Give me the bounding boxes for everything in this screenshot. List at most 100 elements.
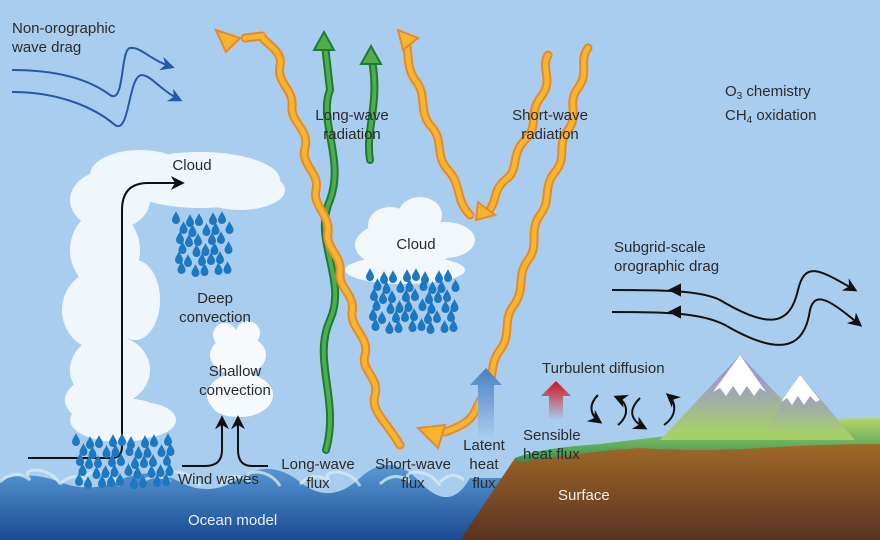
ocean-model-label: Ocean model bbox=[188, 512, 278, 529]
raindrop-icon bbox=[223, 261, 232, 274]
raindrop-icon bbox=[194, 233, 202, 246]
raindrop-icon bbox=[217, 231, 225, 244]
raindrop-icon bbox=[426, 321, 435, 334]
longwave-radiation-label: Long-wave radiation bbox=[315, 106, 388, 144]
raindrop-icon bbox=[202, 223, 211, 236]
raindrop-icon bbox=[107, 474, 115, 487]
label-line: heat bbox=[469, 456, 499, 473]
raindrop-icon bbox=[208, 232, 216, 245]
sensible-heat-arrow bbox=[541, 381, 571, 420]
raindrop-icon bbox=[149, 454, 157, 467]
raindrop-icon bbox=[366, 268, 374, 281]
raindrop-icon bbox=[394, 320, 403, 333]
wind-wave-arrows bbox=[182, 415, 268, 467]
raindrop-icon bbox=[395, 300, 404, 313]
label-line: orographic drag bbox=[614, 258, 720, 275]
raindrop-icon bbox=[211, 222, 220, 235]
raindrop-icon bbox=[382, 281, 391, 294]
raindrop-icon bbox=[424, 311, 432, 324]
raindrop-icon bbox=[109, 434, 117, 447]
raindrop-icon bbox=[418, 298, 427, 311]
surface-label: Surface bbox=[558, 487, 610, 504]
deep-convection-arrow bbox=[28, 176, 185, 459]
raindrop-icon bbox=[85, 456, 93, 469]
raindrop-icon bbox=[440, 320, 449, 333]
raindrop-icon bbox=[177, 261, 186, 274]
raindrop-icon bbox=[192, 244, 201, 257]
deep-convection-label: Deep convection bbox=[179, 289, 251, 327]
raindrop-icon bbox=[179, 221, 188, 234]
shallow-convection-cloud bbox=[207, 321, 273, 417]
label-line: Deep bbox=[197, 290, 233, 307]
shortwave-arrow-heads bbox=[214, 28, 498, 450]
raindrop-icon bbox=[147, 465, 156, 478]
longwave-flux-label: Long-wave flux bbox=[281, 455, 354, 493]
raindrop-icon bbox=[140, 455, 148, 468]
raindrop-icon bbox=[188, 224, 197, 237]
raindrop-icon bbox=[141, 435, 149, 448]
label-line: flux bbox=[472, 475, 496, 492]
ocean bbox=[0, 464, 520, 540]
raindrop-icon bbox=[403, 269, 411, 282]
middle-cloud bbox=[345, 197, 475, 284]
raindrop-icon bbox=[444, 269, 452, 282]
raindrop-icon bbox=[449, 319, 458, 332]
raindrop-icon bbox=[172, 211, 180, 224]
raindrop-icon bbox=[185, 234, 193, 247]
raindrop-icon bbox=[186, 214, 194, 227]
raindrop-icon bbox=[124, 463, 133, 476]
raindrop-icon bbox=[131, 456, 139, 469]
raindrop-icon bbox=[75, 473, 83, 486]
raindrop-icon bbox=[178, 241, 187, 254]
raindrop-icon bbox=[166, 443, 175, 456]
raindrop-icon bbox=[191, 264, 200, 277]
land-surface bbox=[460, 440, 880, 540]
label-line: Shallow bbox=[208, 363, 262, 380]
label-line: radiation bbox=[521, 126, 579, 143]
label-line: flux bbox=[306, 475, 330, 492]
raindrop-icon bbox=[380, 271, 388, 284]
raindrop-icon bbox=[184, 254, 192, 267]
raindrop-icon bbox=[378, 311, 386, 324]
label-line: convection bbox=[179, 309, 251, 326]
latent-heat-flux-label: Latent heat flux bbox=[463, 436, 505, 493]
raindrop-icon bbox=[412, 268, 420, 281]
raindrop-icon bbox=[94, 455, 102, 468]
raindrop-icon bbox=[370, 288, 378, 301]
raindrop-icon bbox=[404, 299, 413, 312]
rain-surface bbox=[72, 433, 175, 489]
raindrop-icon bbox=[427, 301, 436, 314]
raindrop-icon bbox=[408, 319, 417, 332]
raindrop-icon bbox=[405, 279, 414, 292]
raindrop-icon bbox=[451, 279, 460, 292]
raindrop-icon bbox=[401, 309, 409, 322]
subgrid-orographic-drag-label: Subgrid-scale orographic drag bbox=[614, 238, 719, 276]
raindrop-icon bbox=[434, 290, 442, 303]
wind-waves-label: Wind waves bbox=[178, 471, 259, 488]
raindrop-icon bbox=[433, 310, 441, 323]
raindrop-icon bbox=[164, 433, 172, 446]
raindrop-icon bbox=[116, 473, 124, 486]
label-line: radiation bbox=[323, 126, 381, 143]
turbulent-diffusion-arrows bbox=[586, 393, 682, 430]
raindrop-icon bbox=[134, 446, 143, 459]
shallow-convection-label: Shallow convection bbox=[199, 362, 271, 400]
raindrop-icon bbox=[72, 433, 80, 446]
raindrop-icon bbox=[153, 474, 161, 487]
raindrop-icon bbox=[200, 263, 209, 276]
raindrop-icon bbox=[165, 463, 174, 476]
raindrop-icon bbox=[130, 476, 138, 489]
raindrop-icon bbox=[125, 443, 134, 456]
o3-prefix: O bbox=[725, 83, 737, 100]
raindrop-icon bbox=[207, 252, 215, 265]
raindrop-icon bbox=[110, 464, 119, 477]
longwave-arrow-heads bbox=[312, 29, 383, 65]
latent-heat-arrow bbox=[470, 368, 502, 438]
raindrop-icon bbox=[450, 299, 459, 312]
shortwave-radiation-label: Short-wave radiation bbox=[512, 106, 588, 144]
raindrop-icon bbox=[392, 310, 400, 323]
label-line: Non-orographic bbox=[12, 20, 116, 37]
raindrop-icon bbox=[216, 251, 224, 264]
